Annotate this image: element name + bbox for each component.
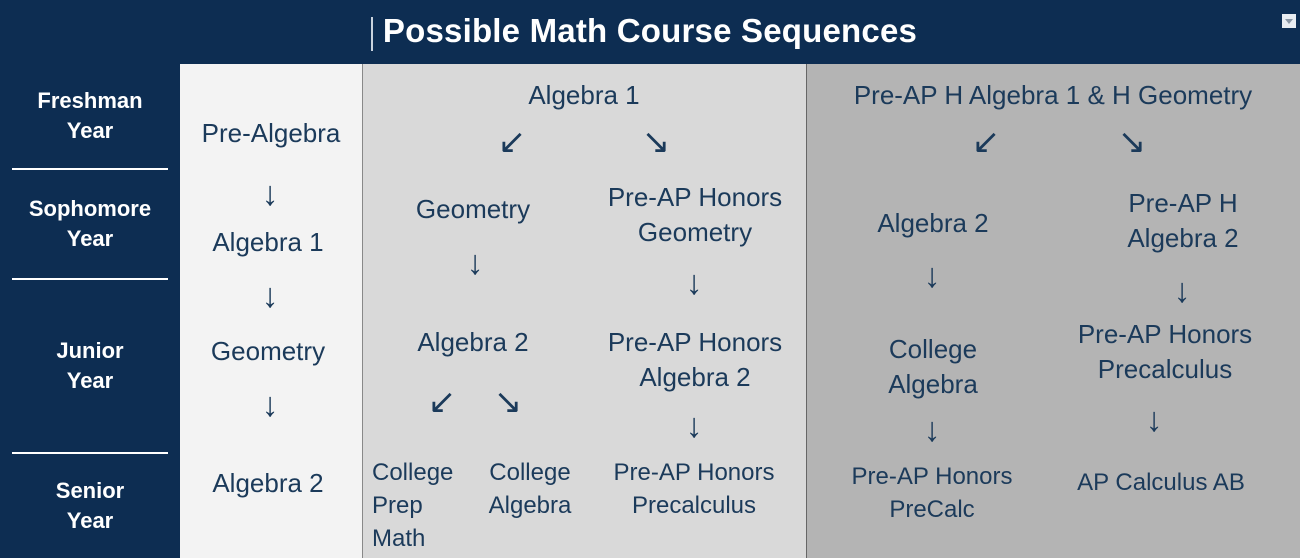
track2-sophomore-right: Pre-AP Honors Geometry [584, 180, 806, 250]
track2-junior-right-line1: Pre-AP Honors [607, 327, 783, 357]
track1-junior-course: Geometry [210, 336, 326, 366]
track-column-3 [806, 64, 1300, 558]
track2-senior-option-b-line1: College [489, 459, 571, 486]
track3-junior-left-line1: College [888, 334, 978, 364]
table-title-bar: Possible Math Course Sequences [0, 0, 1300, 62]
table-title: Possible Math Course Sequences [382, 12, 918, 49]
track3-freshman-course: Pre-AP H Algebra 1 & H Geometry [853, 80, 1253, 110]
track1-arrow-3: ↓ [261, 386, 279, 424]
track2-senior-option-a-line1: College [372, 459, 454, 486]
track3-arrow-right-2: ↓ [1145, 401, 1163, 439]
track3-senior-right: AP Calculus AB [1077, 469, 1245, 496]
track2-senior-option-b: College Algebra [476, 456, 584, 522]
track2-sophomore-right-line1: Pre-AP Honors [607, 182, 783, 212]
track3-arrow-left-2: ↓ [923, 411, 941, 449]
track3-arrow-left-1: ↓ [923, 257, 941, 295]
track3-sophomore-right: Pre-AP H Algebra 2 [1080, 186, 1286, 256]
track3-sophomore-right-line2: Algebra 2 [1127, 223, 1239, 253]
track2-arrow-left-1: ↓ [466, 244, 484, 282]
track1-sophomore-course: Algebra 1 [212, 227, 324, 257]
year-label-junior-line2: Year [66, 368, 114, 393]
track2-sophomore-right-line2: Geometry [637, 217, 753, 247]
track-column-2 [362, 64, 806, 558]
track-column-1 [180, 64, 362, 558]
track2-arrow-junior-split-left: ↙ [427, 383, 457, 421]
track2-arrow-junior-split-right: ↘ [493, 383, 523, 421]
track3-junior-left-line2: Algebra [888, 369, 978, 399]
track1-arrow-2: ↓ [261, 277, 279, 315]
track3-arrow-split-right: ↘ [1117, 123, 1147, 161]
track2-junior-left: Algebra 2 [417, 327, 529, 357]
year-label-senior-line1: Senior [55, 478, 125, 503]
track2-freshman-course: Algebra 1 [528, 80, 640, 110]
track2-arrow-split-left: ↙ [497, 123, 527, 161]
track2-arrow-right-1: ↓ [685, 264, 703, 302]
track2-senior-right-line2: Precalculus [631, 492, 757, 519]
year-label-junior-line1: Junior [56, 338, 124, 363]
year-label-senior: Senior Year [12, 454, 168, 558]
year-label-sophomore: Sophomore Year [12, 170, 168, 280]
year-label-sophomore-line1: Sophomore [28, 196, 152, 221]
track1-freshman-course: Pre-Algebra [201, 118, 341, 148]
track3-arrow-split-left: ↙ [971, 123, 1001, 161]
track3-junior-right-line2: Precalculus [1097, 354, 1233, 384]
year-label-senior-line2: Year [66, 508, 114, 533]
track1-senior-course: Algebra 2 [212, 468, 324, 498]
track3-arrow-right-1: ↓ [1173, 272, 1191, 310]
track3-senior-left: Pre-AP Honors PreCalc [826, 460, 1038, 526]
dropdown-icon[interactable] [1282, 14, 1296, 28]
year-label-sophomore-line2: Year [66, 226, 114, 251]
year-label-freshman: Freshman Year [12, 64, 168, 170]
year-label-freshman-line1: Freshman [37, 88, 143, 113]
track3-junior-right: Pre-AP Honors Precalculus [1054, 317, 1276, 387]
track3-junior-left: College Algebra [840, 332, 1026, 402]
track3-senior-left-line2: PreCalc [889, 496, 975, 523]
year-label-freshman-line2: Year [66, 118, 114, 143]
track3-junior-right-line1: Pre-AP Honors [1077, 319, 1253, 349]
text-cursor [371, 17, 373, 51]
track2-senior-right-line1: Pre-AP Honors [613, 459, 775, 486]
track2-arrow-right-2: ↓ [685, 407, 703, 445]
year-label-junior: Junior Year [12, 280, 168, 454]
track2-junior-right-line2: Algebra 2 [639, 362, 751, 392]
track2-arrow-split-right: ↘ [641, 123, 671, 161]
track3-sophomore-left: Algebra 2 [877, 208, 989, 238]
track2-senior-option-a: College Prep Math [372, 456, 472, 555]
track3-senior-left-line1: Pre-AP Honors [851, 463, 1013, 490]
track2-sophomore-left: Geometry [415, 194, 531, 224]
track2-senior-option-a-line3: Math [372, 525, 426, 552]
track3-sophomore-right-line1: Pre-AP H [1128, 188, 1238, 218]
track2-junior-right: Pre-AP Honors Algebra 2 [584, 325, 806, 395]
track2-senior-right: Pre-AP Honors Precalculus [588, 456, 800, 522]
track2-senior-option-b-line2: Algebra [488, 492, 572, 519]
track2-senior-option-a-line2: Prep [372, 492, 423, 519]
track1-arrow-1: ↓ [261, 175, 279, 213]
